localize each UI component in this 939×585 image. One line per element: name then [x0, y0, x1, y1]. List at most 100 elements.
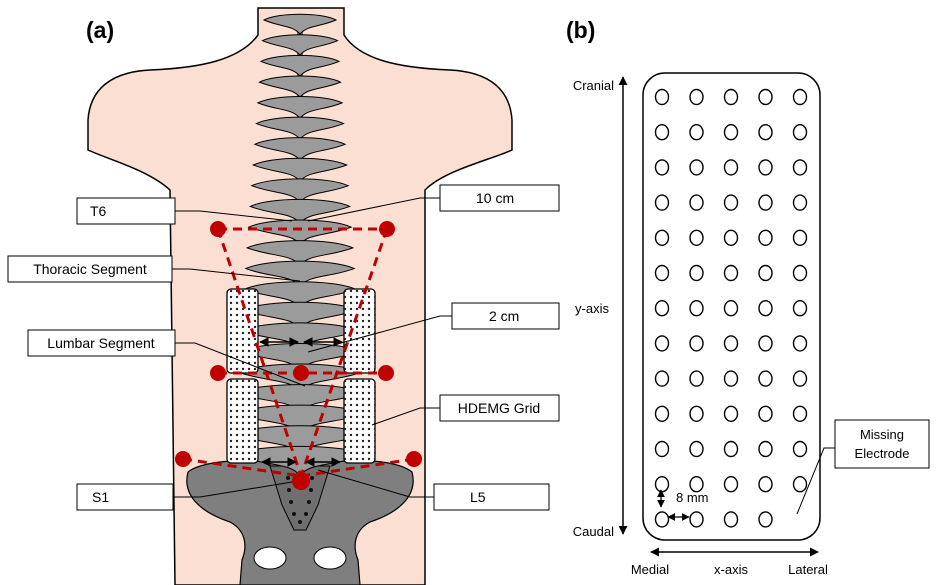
sacral-dot — [307, 500, 311, 504]
sacral-dot — [287, 488, 291, 492]
electrode — [794, 371, 807, 386]
electrode — [759, 371, 772, 386]
callout-t6: T6 — [77, 198, 175, 224]
electrode — [794, 125, 807, 140]
electrode — [794, 160, 807, 175]
electrode — [725, 266, 738, 281]
missing-label-line1: Missing — [860, 427, 904, 442]
y-axis-label: y-axis — [575, 301, 609, 316]
obturator-left — [254, 547, 286, 569]
electrode — [794, 230, 807, 245]
electrode — [794, 477, 807, 492]
callout-lumbar-text: Lumbar Segment — [47, 335, 155, 351]
panel-b-label: (b) — [566, 17, 595, 43]
electrode — [690, 90, 703, 105]
caudal-label: Caudal — [573, 524, 614, 539]
callout-l5: L5 — [434, 484, 549, 510]
electrode — [794, 195, 807, 210]
electrode — [725, 195, 738, 210]
electrode — [656, 160, 669, 175]
electrode — [690, 371, 703, 386]
electrode — [656, 477, 669, 492]
electrode — [656, 125, 669, 140]
electrode — [725, 512, 738, 527]
obturator-right — [314, 547, 346, 569]
electrode — [656, 266, 669, 281]
electrode — [759, 442, 772, 457]
electrode — [656, 512, 669, 527]
electrode — [759, 512, 772, 527]
electrode — [725, 336, 738, 351]
electrode — [794, 266, 807, 281]
electrode — [759, 477, 772, 492]
callout-10cm-text: 10 cm — [476, 190, 514, 206]
electrode — [690, 406, 703, 421]
electrode — [759, 230, 772, 245]
electrode — [794, 442, 807, 457]
marker-s1 — [292, 472, 310, 490]
marker-t6-right — [379, 221, 395, 237]
electrode — [725, 371, 738, 386]
electrode — [690, 125, 703, 140]
spacing-label: 8 mm — [676, 490, 709, 505]
electrode — [690, 230, 703, 245]
marker-lumbar-right — [378, 365, 394, 381]
electrode — [656, 230, 669, 245]
callout-l5-text: L5 — [470, 489, 486, 505]
callout-2cm-text: 2 cm — [489, 308, 519, 324]
callout-lumbar: Lumbar Segment — [28, 330, 175, 356]
electrode — [759, 301, 772, 316]
marker-pelvis-right — [406, 451, 422, 467]
panel-b: (b) Cranial Caudal y-axis Medial x-axis … — [566, 17, 929, 577]
electrode — [690, 336, 703, 351]
sacral-dot — [286, 476, 290, 480]
callout-thoracic-text: Thoracic Segment — [33, 261, 147, 277]
callout-t6-text: T6 — [90, 203, 107, 219]
sacral-dot — [304, 512, 308, 516]
electrode — [794, 336, 807, 351]
marker-t6-left — [210, 221, 226, 237]
cranial-label: Cranial — [573, 78, 614, 93]
electrode — [656, 442, 669, 457]
electrode — [725, 442, 738, 457]
electrode — [725, 477, 738, 492]
electrode — [794, 406, 807, 421]
electrode — [759, 266, 772, 281]
sacral-dot — [310, 476, 314, 480]
electrode — [794, 301, 807, 316]
callout-s1: S1 — [77, 484, 173, 510]
panel-a: T6 Thoracic Segment Lumbar Segment S1 10… — [8, 8, 559, 585]
callout-2cm: 2 cm — [452, 303, 559, 329]
electrode — [725, 90, 738, 105]
sacral-dot — [292, 512, 296, 516]
electrode — [759, 406, 772, 421]
electrode — [725, 230, 738, 245]
electrode — [690, 195, 703, 210]
electrode — [656, 195, 669, 210]
panel-a-label: (a) — [86, 17, 114, 43]
callout-hdemg-text: HDEMG Grid — [458, 400, 540, 416]
missing-label-line2: Electrode — [855, 446, 910, 461]
sacral-dot — [309, 488, 313, 492]
electrode — [759, 125, 772, 140]
electrode — [759, 160, 772, 175]
electrode — [656, 301, 669, 316]
lateral-label: Lateral — [788, 562, 828, 577]
electrode — [656, 371, 669, 386]
marker-lumbar-left — [210, 365, 226, 381]
marker-lumbar-center — [293, 365, 309, 381]
electrode — [725, 125, 738, 140]
electrode — [656, 336, 669, 351]
electrode — [725, 160, 738, 175]
callout-s1-text: S1 — [92, 489, 109, 505]
electrode — [656, 406, 669, 421]
sacral-dot — [298, 520, 302, 524]
callout-thoracic: Thoracic Segment — [8, 256, 172, 282]
electrode — [759, 336, 772, 351]
electrode — [690, 301, 703, 316]
electrode — [690, 160, 703, 175]
electrode — [725, 406, 738, 421]
electrode — [690, 512, 703, 527]
electrode — [690, 266, 703, 281]
